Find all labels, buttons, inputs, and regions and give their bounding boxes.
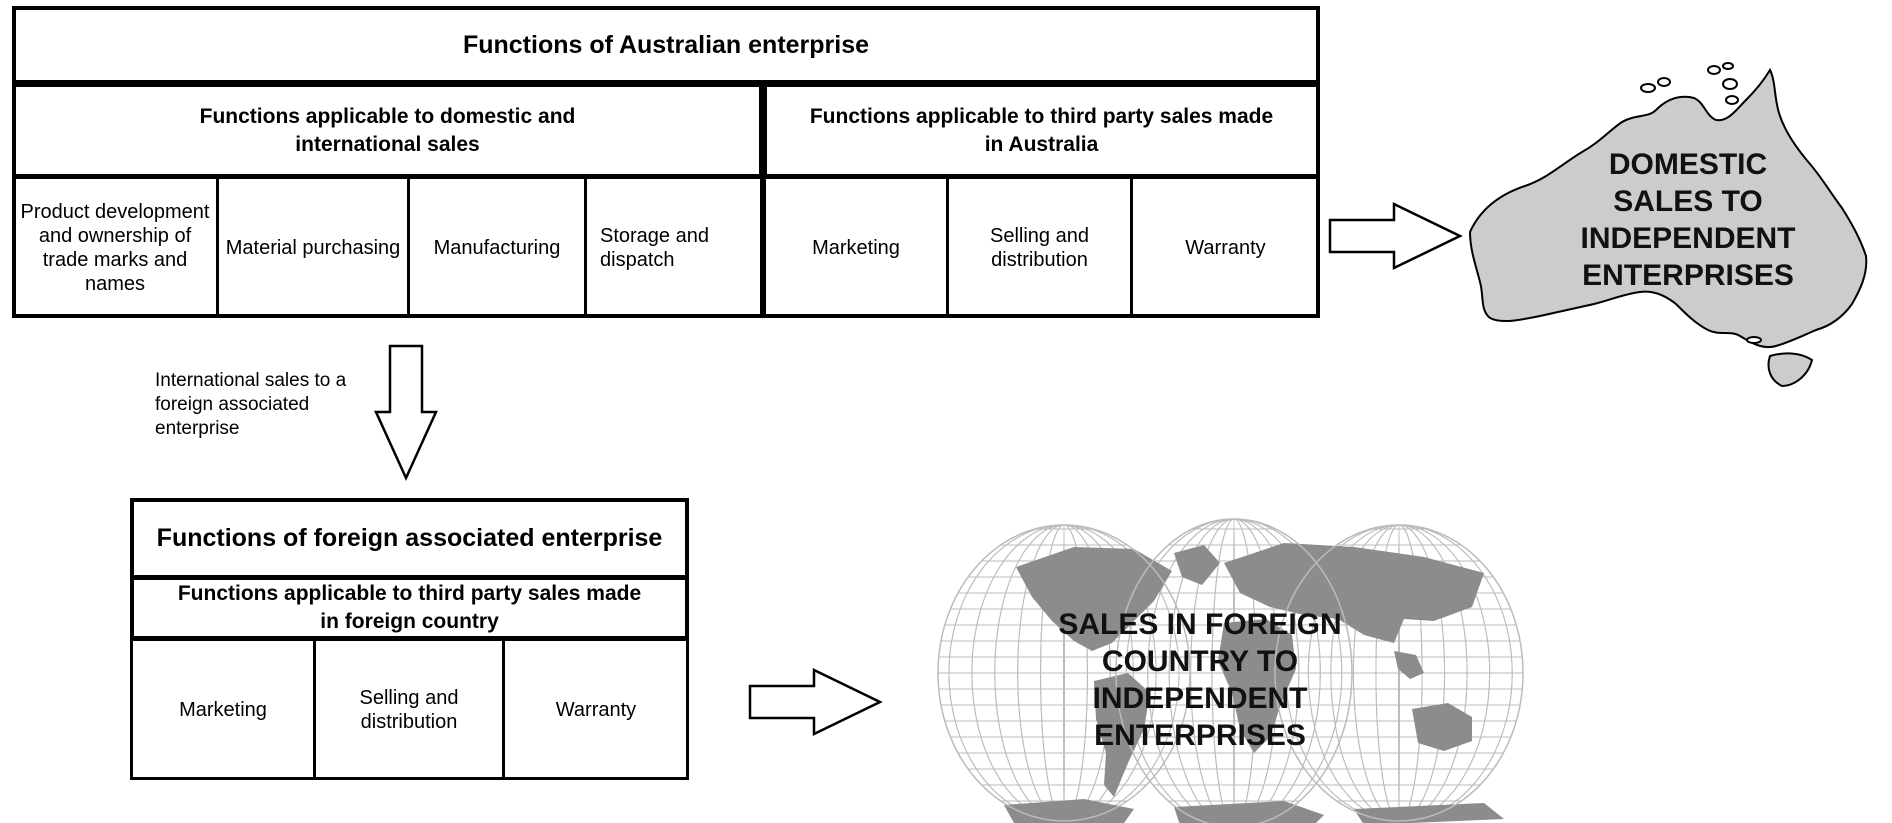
australia-mainland bbox=[1468, 67, 1868, 348]
island bbox=[1722, 62, 1734, 70]
island bbox=[1722, 78, 1738, 90]
australia bbox=[1412, 703, 1472, 751]
cell-selling-distribution: Selling and distribution bbox=[990, 225, 1089, 271]
third-party-header: Functions applicable to third party sale… bbox=[809, 104, 1274, 156]
island bbox=[1640, 83, 1656, 93]
antarctica-left bbox=[1004, 799, 1134, 823]
divider bbox=[946, 178, 949, 316]
down-arrow-icon bbox=[374, 344, 438, 482]
cell-material-purchasing: Material purchasing bbox=[225, 237, 401, 259]
australian-title-box: Functions of Australian enterprise bbox=[12, 6, 1320, 84]
foreign-functions-row bbox=[130, 638, 689, 780]
grid-line bbox=[1352, 525, 1446, 821]
domestic-sales-label: DOMESTIC SALES TO INDEPENDENT ENTERPRISE… bbox=[1580, 148, 1796, 292]
world-map-icon bbox=[937, 518, 1524, 823]
island bbox=[1746, 336, 1762, 344]
divider bbox=[502, 640, 505, 778]
divider bbox=[216, 178, 219, 316]
antarctica-right bbox=[1354, 803, 1504, 823]
greenland bbox=[1174, 545, 1220, 585]
south-america bbox=[1094, 673, 1150, 797]
australian-title: Functions of Australian enterprise bbox=[462, 30, 870, 59]
australian-functions-row bbox=[12, 176, 1320, 318]
foreign-cell-marketing: Marketing bbox=[179, 698, 267, 721]
foreign-header-box: Functions applicable to third party sale… bbox=[130, 577, 689, 640]
divider bbox=[584, 178, 587, 316]
cell-storage-dispatch: Storage and dispatch bbox=[600, 225, 709, 271]
right-arrow-icon bbox=[748, 668, 883, 736]
eurasia bbox=[1224, 543, 1484, 643]
southeast-asia bbox=[1394, 651, 1424, 679]
grid-line bbox=[1017, 525, 1111, 821]
antarctica-mid bbox=[1174, 801, 1324, 823]
grid-line bbox=[1307, 525, 1491, 821]
cell-warranty: Warranty bbox=[1185, 237, 1266, 259]
cell-manufacturing: Manufacturing bbox=[433, 237, 561, 259]
island bbox=[1657, 77, 1671, 87]
foreign-sales-label: SALES IN FOREIGN COUNTRY TO INDEPENDENT … bbox=[1058, 608, 1342, 752]
domestic-header: Functions applicable to domestic and int… bbox=[199, 104, 576, 156]
grid-line bbox=[1398, 525, 1400, 821]
foreign-cell-warranty: Warranty bbox=[555, 698, 637, 721]
divider bbox=[313, 640, 316, 778]
divider bbox=[407, 178, 410, 316]
grid-line bbox=[1330, 525, 1468, 821]
grid-line bbox=[1063, 525, 1065, 821]
cell-marketing: Marketing bbox=[812, 237, 900, 259]
divider bbox=[760, 178, 766, 316]
foreign-title-box: Functions of foreign associated enterpri… bbox=[130, 498, 689, 579]
foreign-title: Functions of foreign associated enterpri… bbox=[156, 524, 663, 552]
australia-map-icon bbox=[1468, 62, 1868, 388]
divider bbox=[1130, 178, 1133, 316]
right-arrow-icon bbox=[1328, 202, 1463, 270]
island bbox=[1725, 95, 1739, 105]
island bbox=[1707, 65, 1721, 75]
international-sales-note: International sales to a foreign associa… bbox=[155, 370, 347, 439]
north-america bbox=[1016, 547, 1172, 651]
foreign-third-party-header: Functions applicable to third party sale… bbox=[177, 582, 642, 633]
third-party-header-box: Functions applicable to third party sale… bbox=[763, 84, 1320, 178]
foreign-cell-selling-distribution: Selling and distribution bbox=[359, 686, 459, 733]
grid-line bbox=[1040, 525, 1088, 821]
cell-product-development: Product development and ownership of tra… bbox=[20, 201, 210, 295]
tasmania bbox=[1767, 352, 1814, 388]
domestic-header-box: Functions applicable to domestic and int… bbox=[12, 84, 763, 178]
